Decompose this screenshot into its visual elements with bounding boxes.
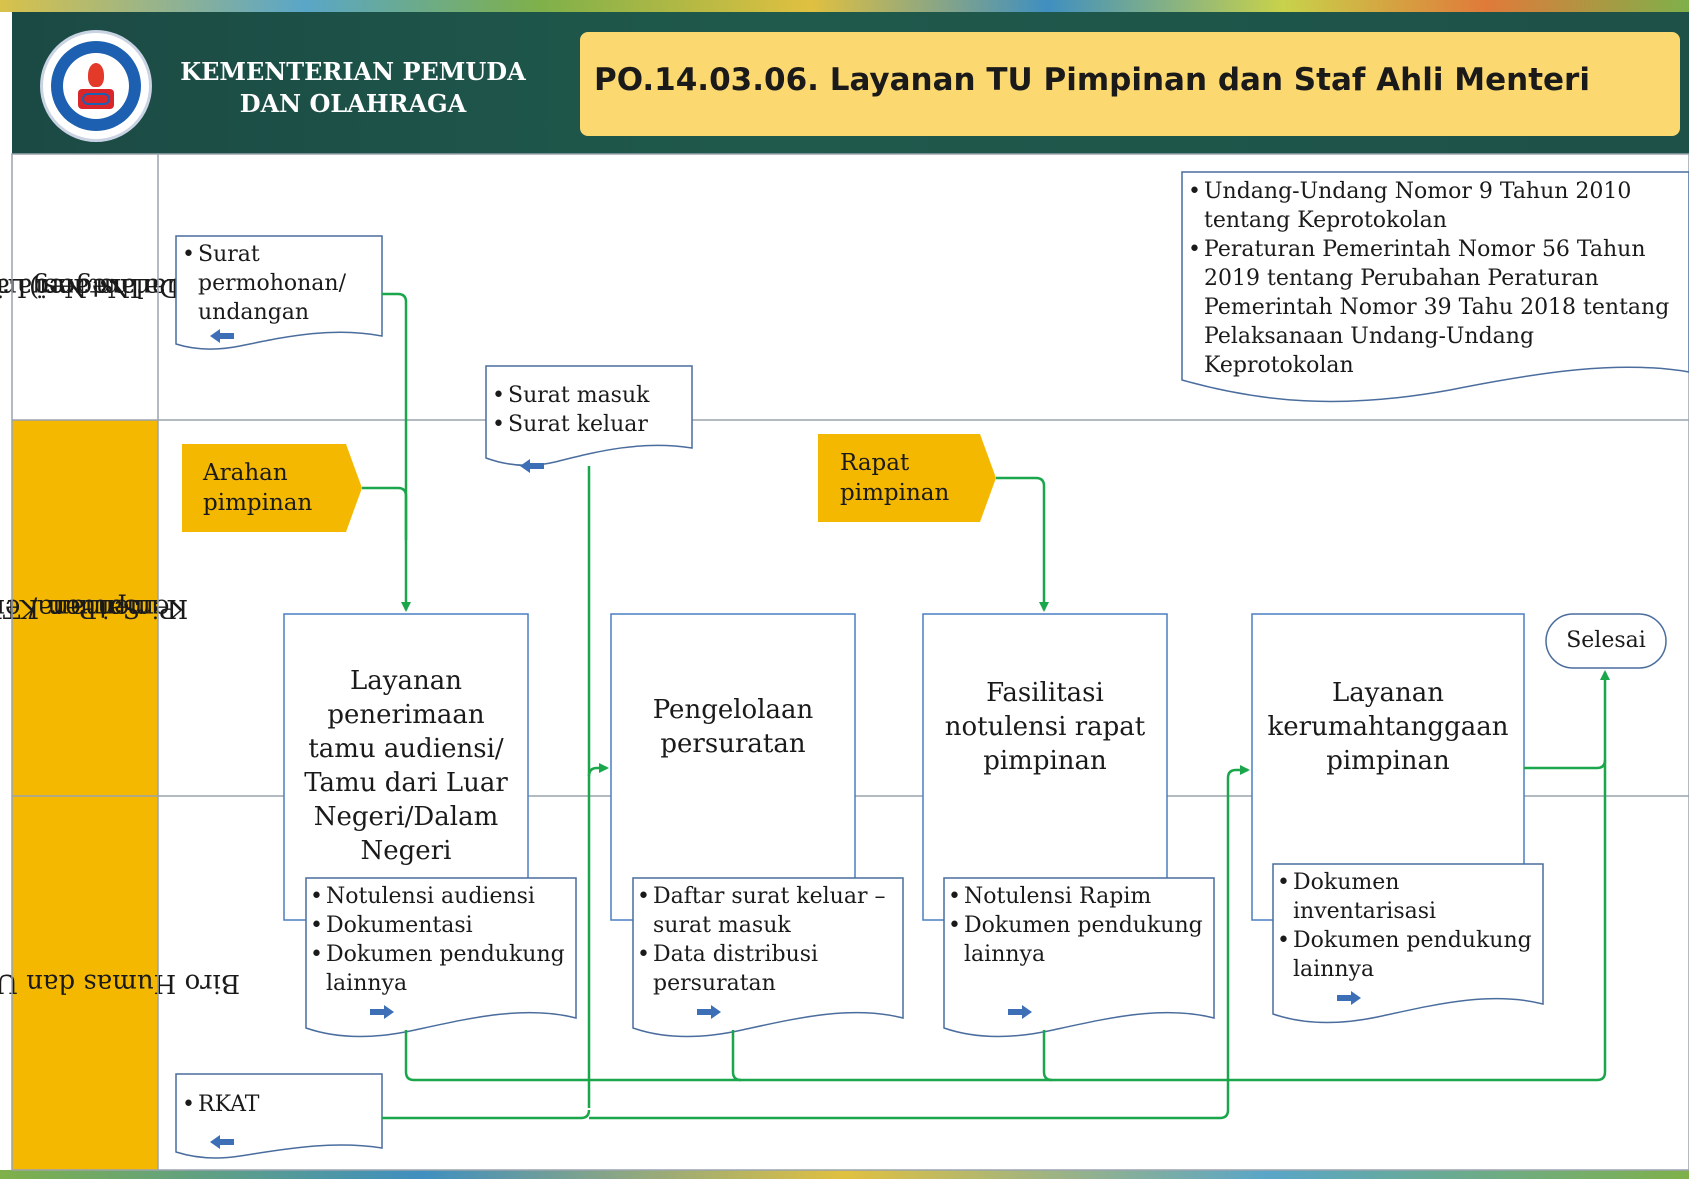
doc-out2-text: Daftar surat keluar – surat masuk Data d… <box>637 882 899 998</box>
doc-out1-item-3: Dokumen pendukung lainnya <box>310 940 572 998</box>
process-box-2 <box>610 613 856 921</box>
page-title: PO.14.03.06. Layanan TU Pimpinan dan Sta… <box>594 62 1590 98</box>
connector-arahan-to-p1 <box>362 486 408 540</box>
process-4-label: Layanan kerumahtanggaan pimpinan <box>1267 678 1509 776</box>
connector-out3-to-bus <box>1042 1030 1053 1082</box>
doc-out4-item-1: Dokumen inventarisasi <box>1277 868 1539 926</box>
doc-rkat-item: RKAT <box>182 1090 378 1119</box>
process-1-label: Layanan penerimaan tamu audiensi/ Tamu d… <box>304 666 508 866</box>
doc-regulasi-item-2: Peraturan Pemerintah Nomor 56 Tahun 2019… <box>1188 235 1683 380</box>
doc-rkat-text: RKAT <box>182 1090 378 1119</box>
process-3-label: Fasilitasi notulensi rapat pimpinan <box>944 678 1146 776</box>
doc-out2-item-1: Daftar surat keluar – surat masuk <box>637 882 899 940</box>
doc-surat-masuk-item: Surat masuk <box>492 381 688 410</box>
title-box: PO.14.03.06. Layanan TU Pimpinan dan Sta… <box>580 32 1680 136</box>
process-box-3 <box>922 613 1168 921</box>
doc-out4-item-2: Dokumen pendukung lainnya <box>1277 926 1539 984</box>
input-arahan-label: Arahan pimpinan <box>203 460 313 516</box>
doc-out1-text: Notulensi audiensi Dokumentasi Dokumen p… <box>310 882 572 998</box>
doc-out3-item-1: Notulensi Rapim <box>948 882 1210 911</box>
process-2-label: Pengelolaan persuratan <box>652 695 814 759</box>
input-arahan-shape <box>182 444 362 532</box>
connector-rapat-to-p3 <box>996 476 1049 612</box>
input-rapat-label: Rapat pimpinan <box>840 450 950 506</box>
lane-3-label-bg <box>12 796 158 1170</box>
doc-out4-text: Dokumen inventarisasi Dokumen pendukung … <box>1277 868 1539 984</box>
swimlane-frame <box>11 153 1689 1171</box>
bottom-color-strip <box>0 1170 1689 1179</box>
doc-out3-item-2: Dokumen pendukung lainnya <box>948 911 1210 969</box>
doc-regulasi-text: Undang-Undang Nomor 9 Tahun 2010 tentang… <box>1188 177 1683 380</box>
doc-surat-item: Surat permohonan/ undangan <box>182 240 378 327</box>
connector-rkat-to-p4 <box>589 765 1250 1120</box>
lane-1-label-bg <box>12 154 158 420</box>
doc-surat-text: Surat permohonan/ undangan <box>182 240 378 327</box>
connector-rkat-left <box>382 1109 591 1120</box>
terminator-selesai-shape <box>1545 613 1667 669</box>
logo-ring <box>51 41 141 131</box>
doc-regulasi-item-1: Undang-Undang Nomor 9 Tahun 2010 tentang… <box>1188 177 1683 235</box>
doc-out1-item-1: Notulensi audiensi <box>310 882 572 911</box>
doc-out3-text: Notulensi Rapim Dokumen pendukung lainny… <box>948 882 1210 969</box>
doc-surat-masuk-text: Surat masuk Surat keluar <box>492 381 688 439</box>
doc-out1-item-2: Dokumentasi <box>310 911 572 940</box>
connector-outputs-to-selesai <box>404 670 1610 1082</box>
doc-out2-item-2: Data distribusi persuratan <box>637 940 899 998</box>
ministry-logo <box>40 30 152 142</box>
lane-2-label-bg <box>12 420 158 796</box>
doc-surat-keluar-item: Surat keluar <box>492 410 688 439</box>
ministry-name: KEMENTERIAN PEMUDA DAN OLAHRAGA <box>180 57 526 118</box>
process-box-1 <box>283 613 529 921</box>
input-rapat-shape <box>818 434 996 522</box>
connector-out2-to-bus <box>731 1030 742 1082</box>
terminator-selesai-label: Selesai <box>1566 628 1646 653</box>
logo-emblem <box>63 53 129 119</box>
logo-rings-icon <box>82 93 110 105</box>
connector-p4-to-selesai <box>1524 759 1607 770</box>
top-color-strip <box>0 0 1689 12</box>
logo-torch-icon <box>88 63 104 87</box>
connector-surat-to-p1 <box>382 292 411 612</box>
connector-to-p2 <box>587 763 609 777</box>
